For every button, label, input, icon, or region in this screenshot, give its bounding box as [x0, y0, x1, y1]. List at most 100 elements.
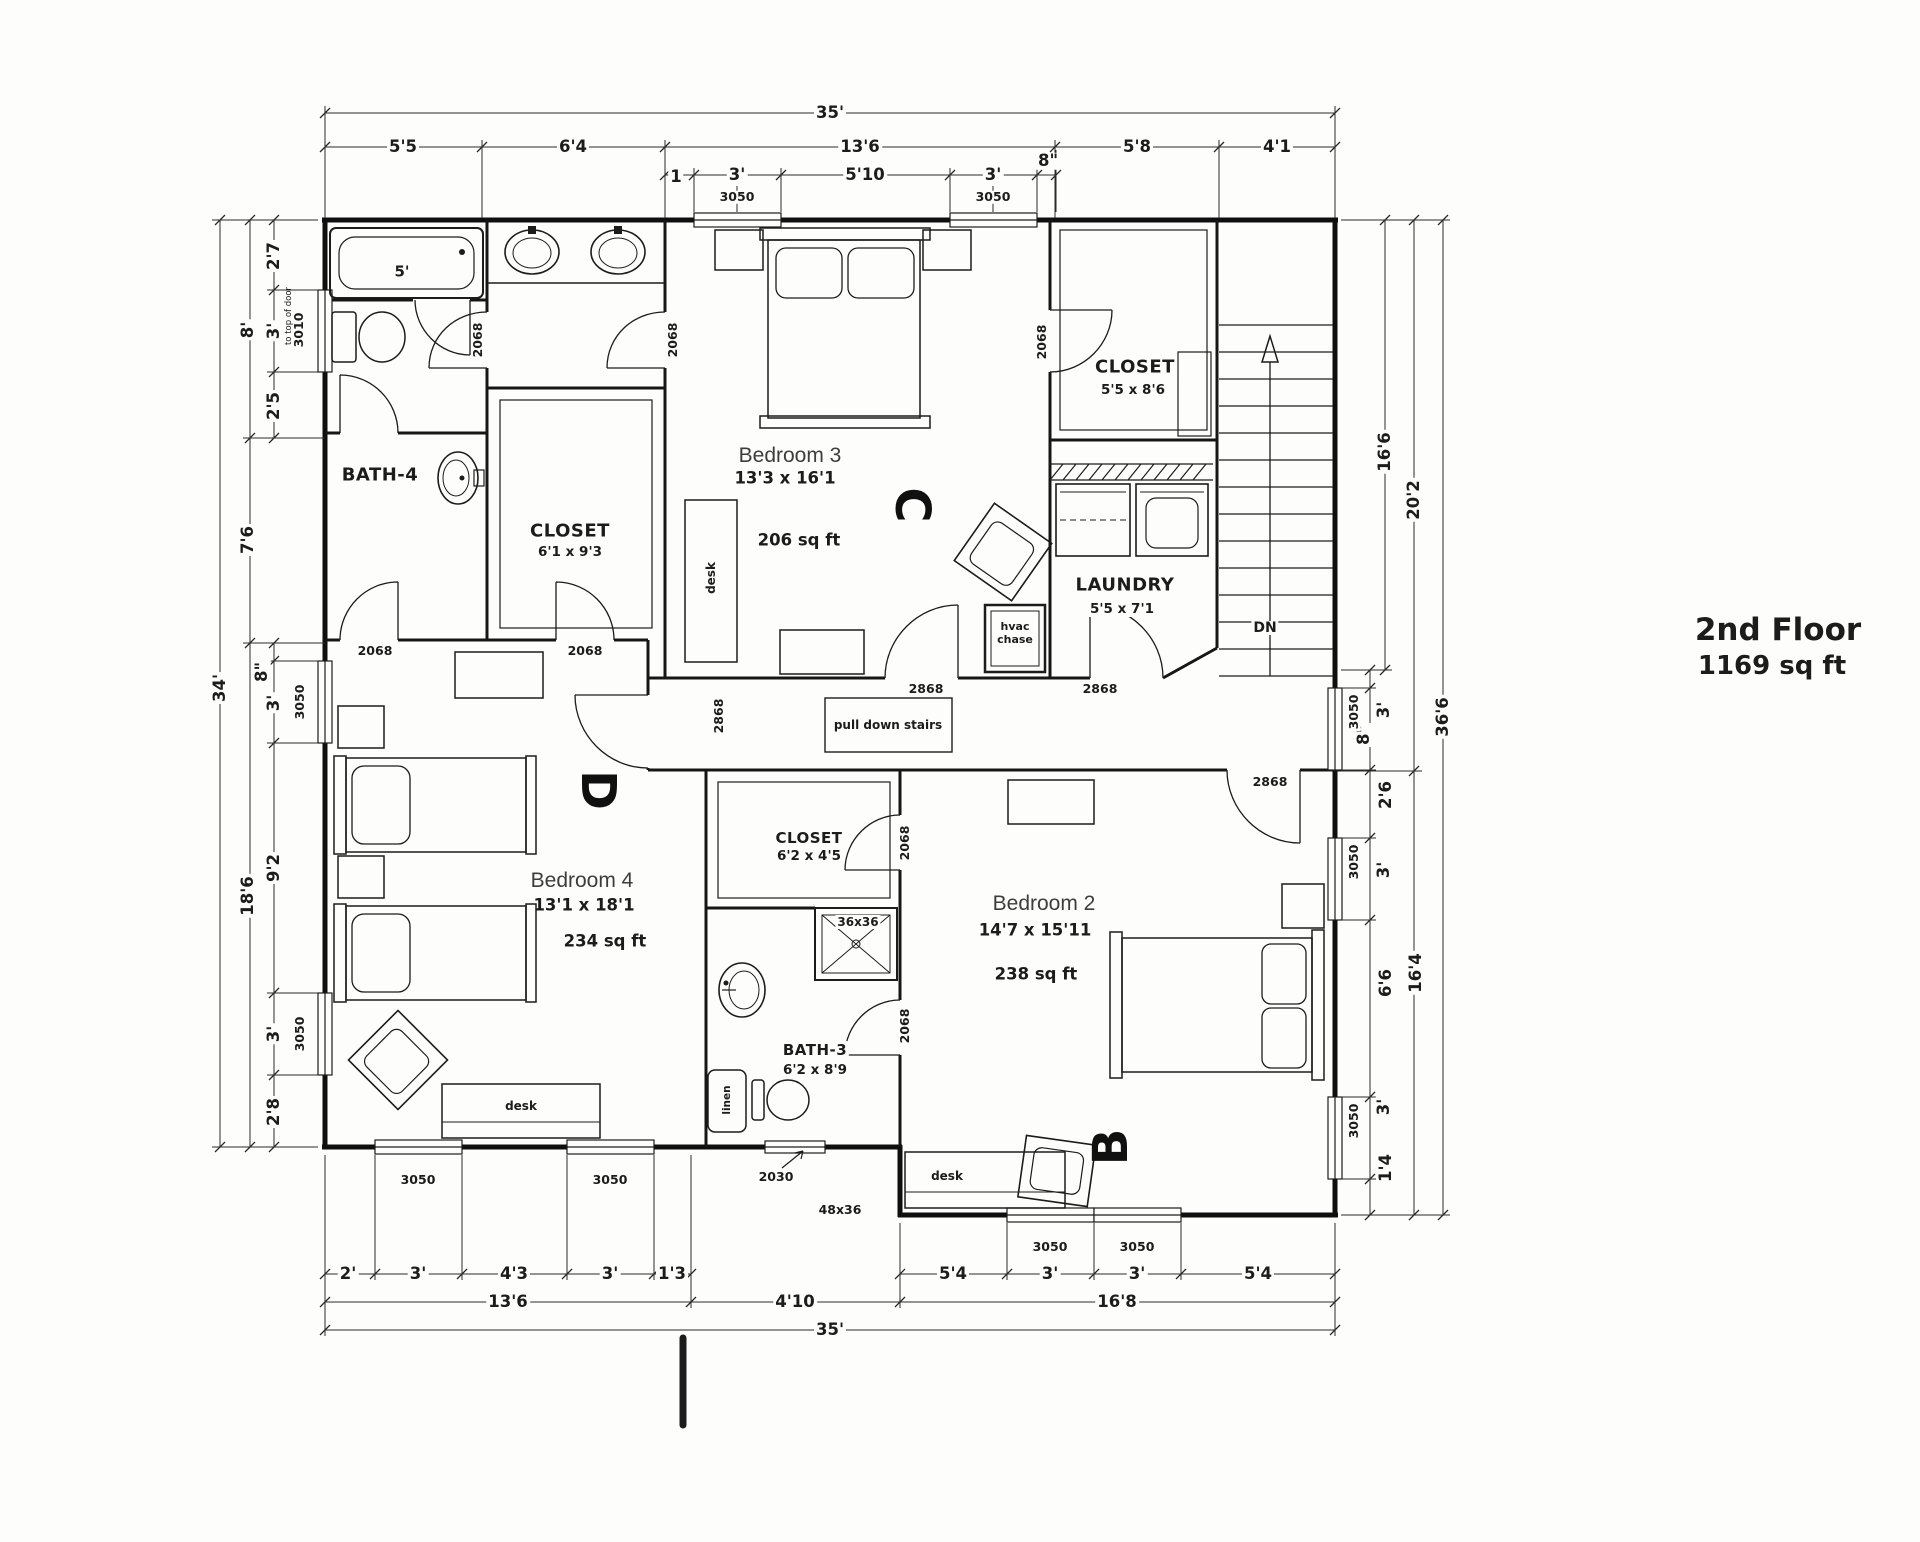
dim-left-8: 8'	[237, 319, 257, 341]
dim-right-1-4: 1'4	[1375, 1151, 1395, 1185]
dim-bot-4-10: 4'10	[773, 1291, 817, 1311]
dim-top-13-6: 13'6	[838, 136, 882, 156]
dim-left-overall: 34'	[209, 671, 229, 705]
dim-bot-13-6: 13'6	[486, 1291, 530, 1311]
toilet-bath4-icon	[331, 311, 406, 363]
dim-left-2-7: 2'7	[263, 239, 283, 273]
bedroom4-name: Bedroom 4	[530, 869, 634, 892]
dim-bot-4-3: 4'3	[497, 1263, 531, 1283]
dim-bot-1-3: 1'3	[655, 1263, 689, 1283]
shower-size-label: 36x36	[835, 915, 881, 929]
window-label-3050-top1: 3050	[717, 188, 757, 204]
dim-bot-3-a: 3'	[407, 1263, 429, 1283]
hvac-label-line2: chase	[997, 633, 1033, 646]
door-2868-bedroom2: 2868	[1250, 773, 1290, 789]
dim-left-9-2: 9'2	[263, 851, 283, 885]
dim-bot-3-d: 3'	[1126, 1263, 1148, 1283]
bedroom2-area: 238 sq ft	[994, 964, 1078, 984]
bedroom4-area: 234 sq ft	[563, 931, 647, 951]
bedroom3-area: 206 sq ft	[757, 530, 841, 550]
toilet-bath3-icon	[751, 1079, 810, 1121]
dim-right-3-c: 3'	[1373, 1096, 1393, 1118]
dim-bot-overall: 35'	[813, 1319, 847, 1339]
dim-top-8in: 8"	[1035, 150, 1061, 170]
bedroom3-letter: C	[884, 487, 940, 523]
dim-top-5-10: 5'10	[843, 164, 887, 184]
dim-top-3-b: 3'	[982, 164, 1004, 184]
dim-left-8in: 8"	[251, 659, 271, 685]
plan-area: 1169 sq ft	[1697, 651, 1847, 681]
tub-length-label: 5'	[394, 262, 410, 281]
door-swings	[339, 299, 1301, 1056]
label-48x36: 48x36	[816, 1201, 864, 1217]
closet-b3-size: 6'1 x 9'3	[536, 544, 604, 560]
dim-right-6-6: 6'6	[1375, 966, 1395, 1000]
door-2068-closet-b3: 2068	[565, 642, 605, 658]
dim-right-16-6: 16'6	[1374, 430, 1394, 474]
door-2068-bathcol: 2068	[469, 320, 485, 360]
dim-top-overall: 35'	[813, 102, 847, 122]
sink-bath3-icon	[718, 962, 766, 1018]
pedestal-sink-bath4	[437, 451, 485, 505]
door-2868-laundry: 2868	[1080, 680, 1120, 696]
bedroom2-furniture	[904, 779, 1325, 1209]
bedroom2-name: Bedroom 2	[992, 892, 1096, 915]
linen-label: linen	[720, 1085, 733, 1115]
dim-right-36-6: 36'6	[1432, 695, 1452, 739]
dim-left-2-5: 2'5	[263, 389, 283, 423]
bedroom4-furniture	[333, 651, 601, 1139]
door-2868-bedroom4: 2868	[710, 696, 726, 736]
pull-down-stairs-label: pull down stairs	[833, 718, 943, 732]
dim-left-3-b: 3'	[263, 692, 283, 714]
dim-left-18-6: 18'6	[237, 874, 257, 918]
double-vanity-sinks	[487, 226, 665, 284]
closet-hall-size: 5'5 x 8'6	[1099, 382, 1167, 398]
window-label-3050-bot3: 3050	[1030, 1238, 1070, 1254]
dimension-ticks	[214, 107, 1449, 1336]
stairs-down-label: DN	[1251, 620, 1279, 636]
desk-label-bedroom3: desk	[704, 562, 718, 594]
dim-left-3-c: 3'	[263, 1023, 283, 1045]
dim-top-6-4: 6'4	[556, 136, 590, 156]
windows	[317, 212, 1343, 1223]
dim-top-3-a: 3'	[726, 164, 748, 184]
bath3-name: BATH-3	[780, 1041, 850, 1059]
window-label-3050-right3: 3050	[1345, 1101, 1361, 1141]
dim-right-3-a: 3'	[1373, 699, 1393, 721]
door-2068-bedroom3-bath: 2068	[664, 320, 680, 360]
door-2068-closet-b2: 2068	[896, 823, 912, 863]
door-2068-bath4: 2068	[355, 642, 395, 658]
dim-left-7-6: 7'6	[237, 523, 257, 557]
dim-top-4-1: 4'1	[1260, 136, 1294, 156]
closet-b2-name: CLOSET	[773, 829, 845, 847]
dim-top-5-8: 5'8	[1120, 136, 1154, 156]
note-to-top-of-door: to top of door	[283, 286, 294, 346]
dim-right-20-2: 20'2	[1403, 478, 1423, 522]
linen-closet	[707, 1069, 747, 1133]
window-label-3050-right2: 3050	[1345, 842, 1361, 882]
window-label-3050-bot1: 3050	[398, 1171, 438, 1187]
dim-left-2-8: 2'8	[263, 1095, 283, 1129]
dim-bot-3-b: 3'	[599, 1263, 621, 1283]
closet-b3-name: CLOSET	[528, 520, 612, 542]
bedroom3-furniture	[684, 227, 1053, 675]
window-label-3050-top2: 3050	[973, 188, 1013, 204]
desk-label-bedroom2: desk	[931, 1169, 963, 1183]
bedroom3-size: 13'3 x 16'1	[734, 468, 836, 488]
window-label-3050-right1: 3050	[1345, 692, 1361, 732]
dim-right-16-4: 16'4	[1405, 951, 1425, 995]
bedroom2-letter: B	[1083, 1128, 1139, 1166]
desk-label-bedroom4: desk	[505, 1099, 537, 1113]
window-label-3050-left2: 3050	[291, 1014, 307, 1054]
laundry-appliances	[1055, 483, 1209, 557]
dim-left-3-a: 3'	[263, 320, 283, 342]
bath3-size: 6'2 x 8'9	[781, 1062, 849, 1078]
window-label-3050-bot4: 3050	[1117, 1238, 1157, 1254]
stairs-up-arrow-icon	[1260, 333, 1280, 363]
closet-b2-size: 6'2 x 4'5	[775, 848, 843, 864]
dim-bot-2: 2'	[337, 1263, 359, 1283]
dim-top-1: 1	[668, 166, 684, 186]
closet-inner-outlines	[499, 229, 1212, 899]
bedroom3-name: Bedroom 3	[738, 444, 842, 467]
